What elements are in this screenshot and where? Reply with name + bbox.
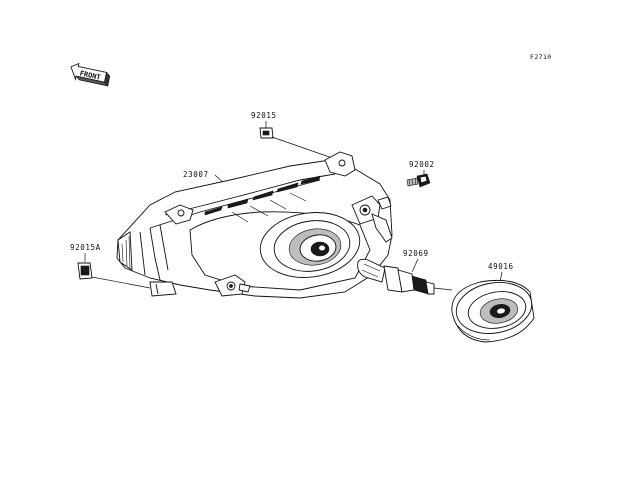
- part-number-23007: 23007: [183, 170, 209, 179]
- part-92002[interactable]: 92002: [406, 160, 435, 188]
- housing-vent-slots: [204, 175, 321, 223]
- part-number-92015a: 92015A: [70, 243, 101, 252]
- figure-code: F2710: [530, 53, 552, 61]
- part-92069-bulb[interactable]: 92069: [357, 249, 453, 295]
- reflector-opening: [259, 212, 361, 278]
- part-92015a[interactable]: 92015A: [70, 243, 151, 289]
- part-92015[interactable]: 92015: [251, 111, 339, 161]
- part-49016-rubber-cover[interactable]: 49016: [451, 262, 536, 343]
- adjuster-bracket: [351, 195, 393, 243]
- part-number-92069: 92069: [403, 249, 429, 258]
- part-number-92015: 92015: [251, 111, 277, 120]
- part-number-49016: 49016: [488, 262, 514, 271]
- part-number-92002: 92002: [409, 160, 435, 169]
- part-23007-headlight-housing[interactable]: 23007: [116, 151, 393, 299]
- front-direction-badge: FRONT: [70, 62, 111, 87]
